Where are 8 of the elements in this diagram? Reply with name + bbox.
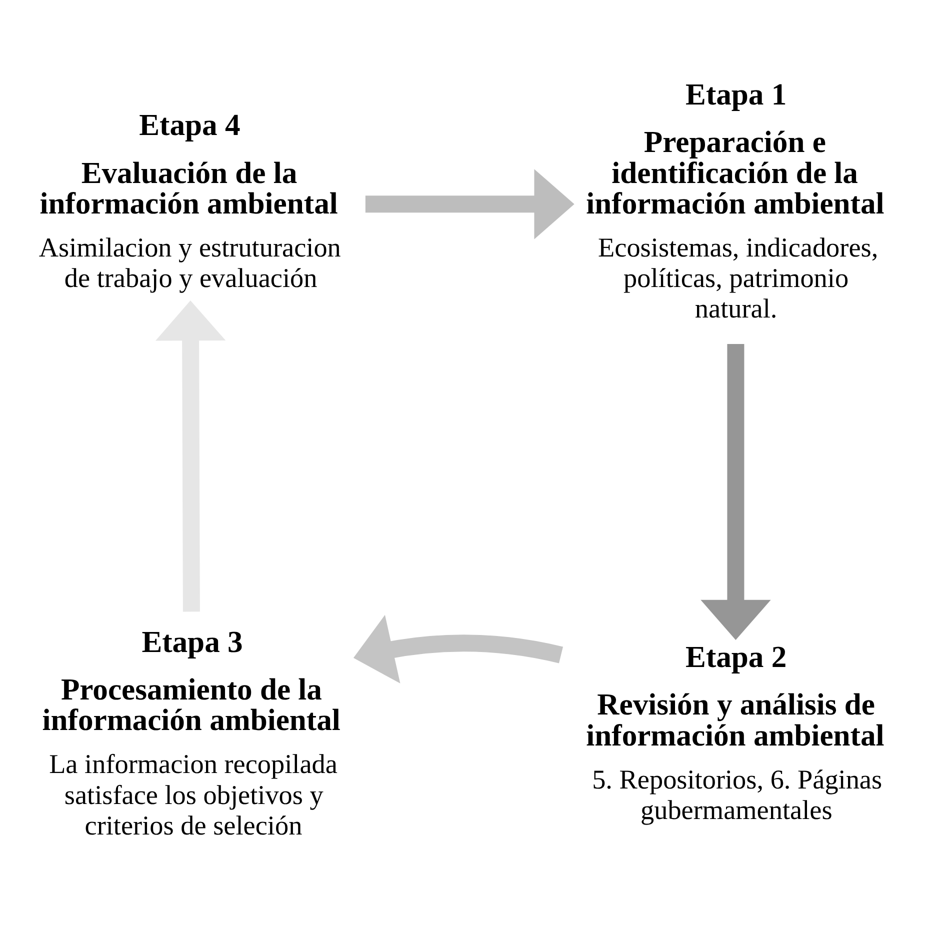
- node-text: Etapa 4 Evaluación de la información ambiental Asimilacion y estruturacion de trabajo y evaluación: [38, 108, 341, 294]
- node-text: Etapa 1 Preparación e identificación de la información ambiental Ecosistemas, indicadores, políticas, patrimonio natural.: [586, 78, 884, 324]
- node-text: Etapa 2 Revisión y análisis de información ambiental 5. Repositorios, 6. Páginas gubermamentales: [586, 640, 884, 826]
- arrow: [353, 614, 563, 684]
- arrow: [700, 344, 771, 640]
- arrow: [365, 169, 574, 240]
- node-text: Etapa 3 Procesamiento de la información ambiental La informacion recopilada satisface los objetivos y criterios de seleción: [42, 624, 340, 840]
- arrow: [155, 300, 226, 612]
